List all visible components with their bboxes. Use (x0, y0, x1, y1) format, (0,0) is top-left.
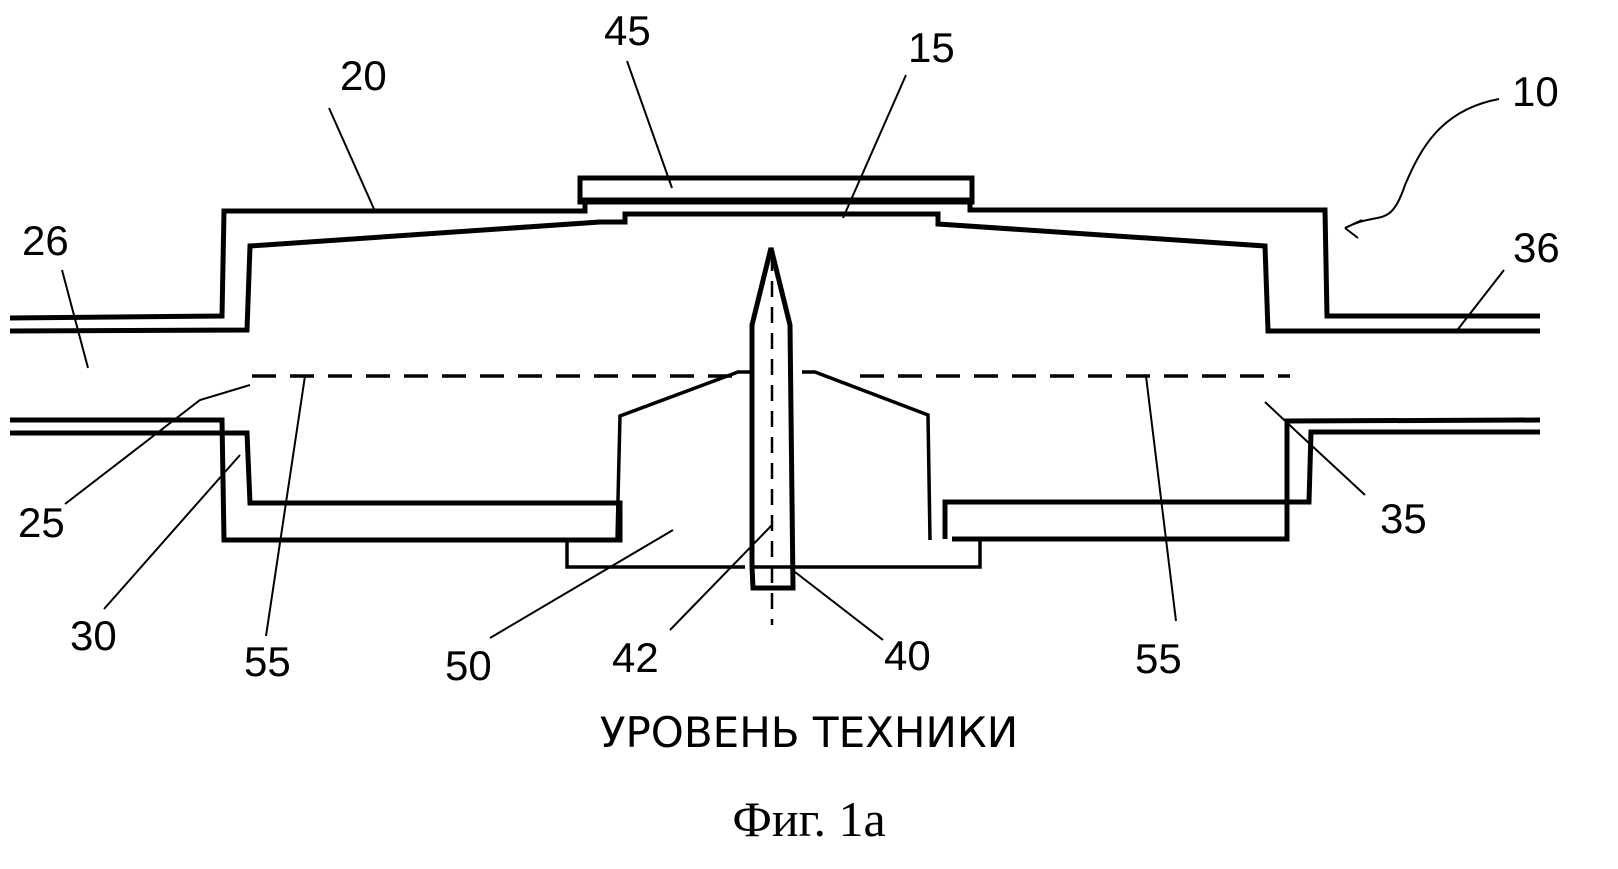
upper-housing-inner (9, 211, 1540, 334)
ref-20: 20 (340, 52, 387, 99)
ref-50: 50 (445, 642, 492, 689)
ref-26: 26 (22, 217, 69, 264)
ref-15: 15 (908, 24, 955, 71)
ref-30: 30 (70, 612, 117, 659)
lower-housing-left-outer (10, 417, 580, 543)
lower-housing-right-outer (952, 417, 1541, 542)
caption-figure-number: Фиг. 1а (732, 791, 886, 847)
membrane-45 (577, 175, 975, 205)
ref-35: 35 (1380, 495, 1427, 542)
lower-housing-right-inner (942, 429, 1540, 539)
ref-25: 25 (18, 499, 65, 546)
leader-lines (61, 60, 1505, 641)
ref-40: 40 (884, 632, 931, 679)
ref-55-left: 55 (244, 638, 291, 685)
ref-42: 42 (612, 634, 659, 681)
needle-40 (749, 247, 796, 591)
valve-seat-body (565, 370, 982, 569)
ref-45: 45 (604, 7, 651, 54)
ref-36: 36 (1513, 224, 1560, 271)
lower-housing-left-inner (10, 430, 623, 543)
caption-title: УРОВЕНЬ ТЕХНИКИ (599, 708, 1019, 757)
ref-10: 10 (1512, 68, 1559, 115)
ref-55-right: 55 (1135, 635, 1182, 682)
